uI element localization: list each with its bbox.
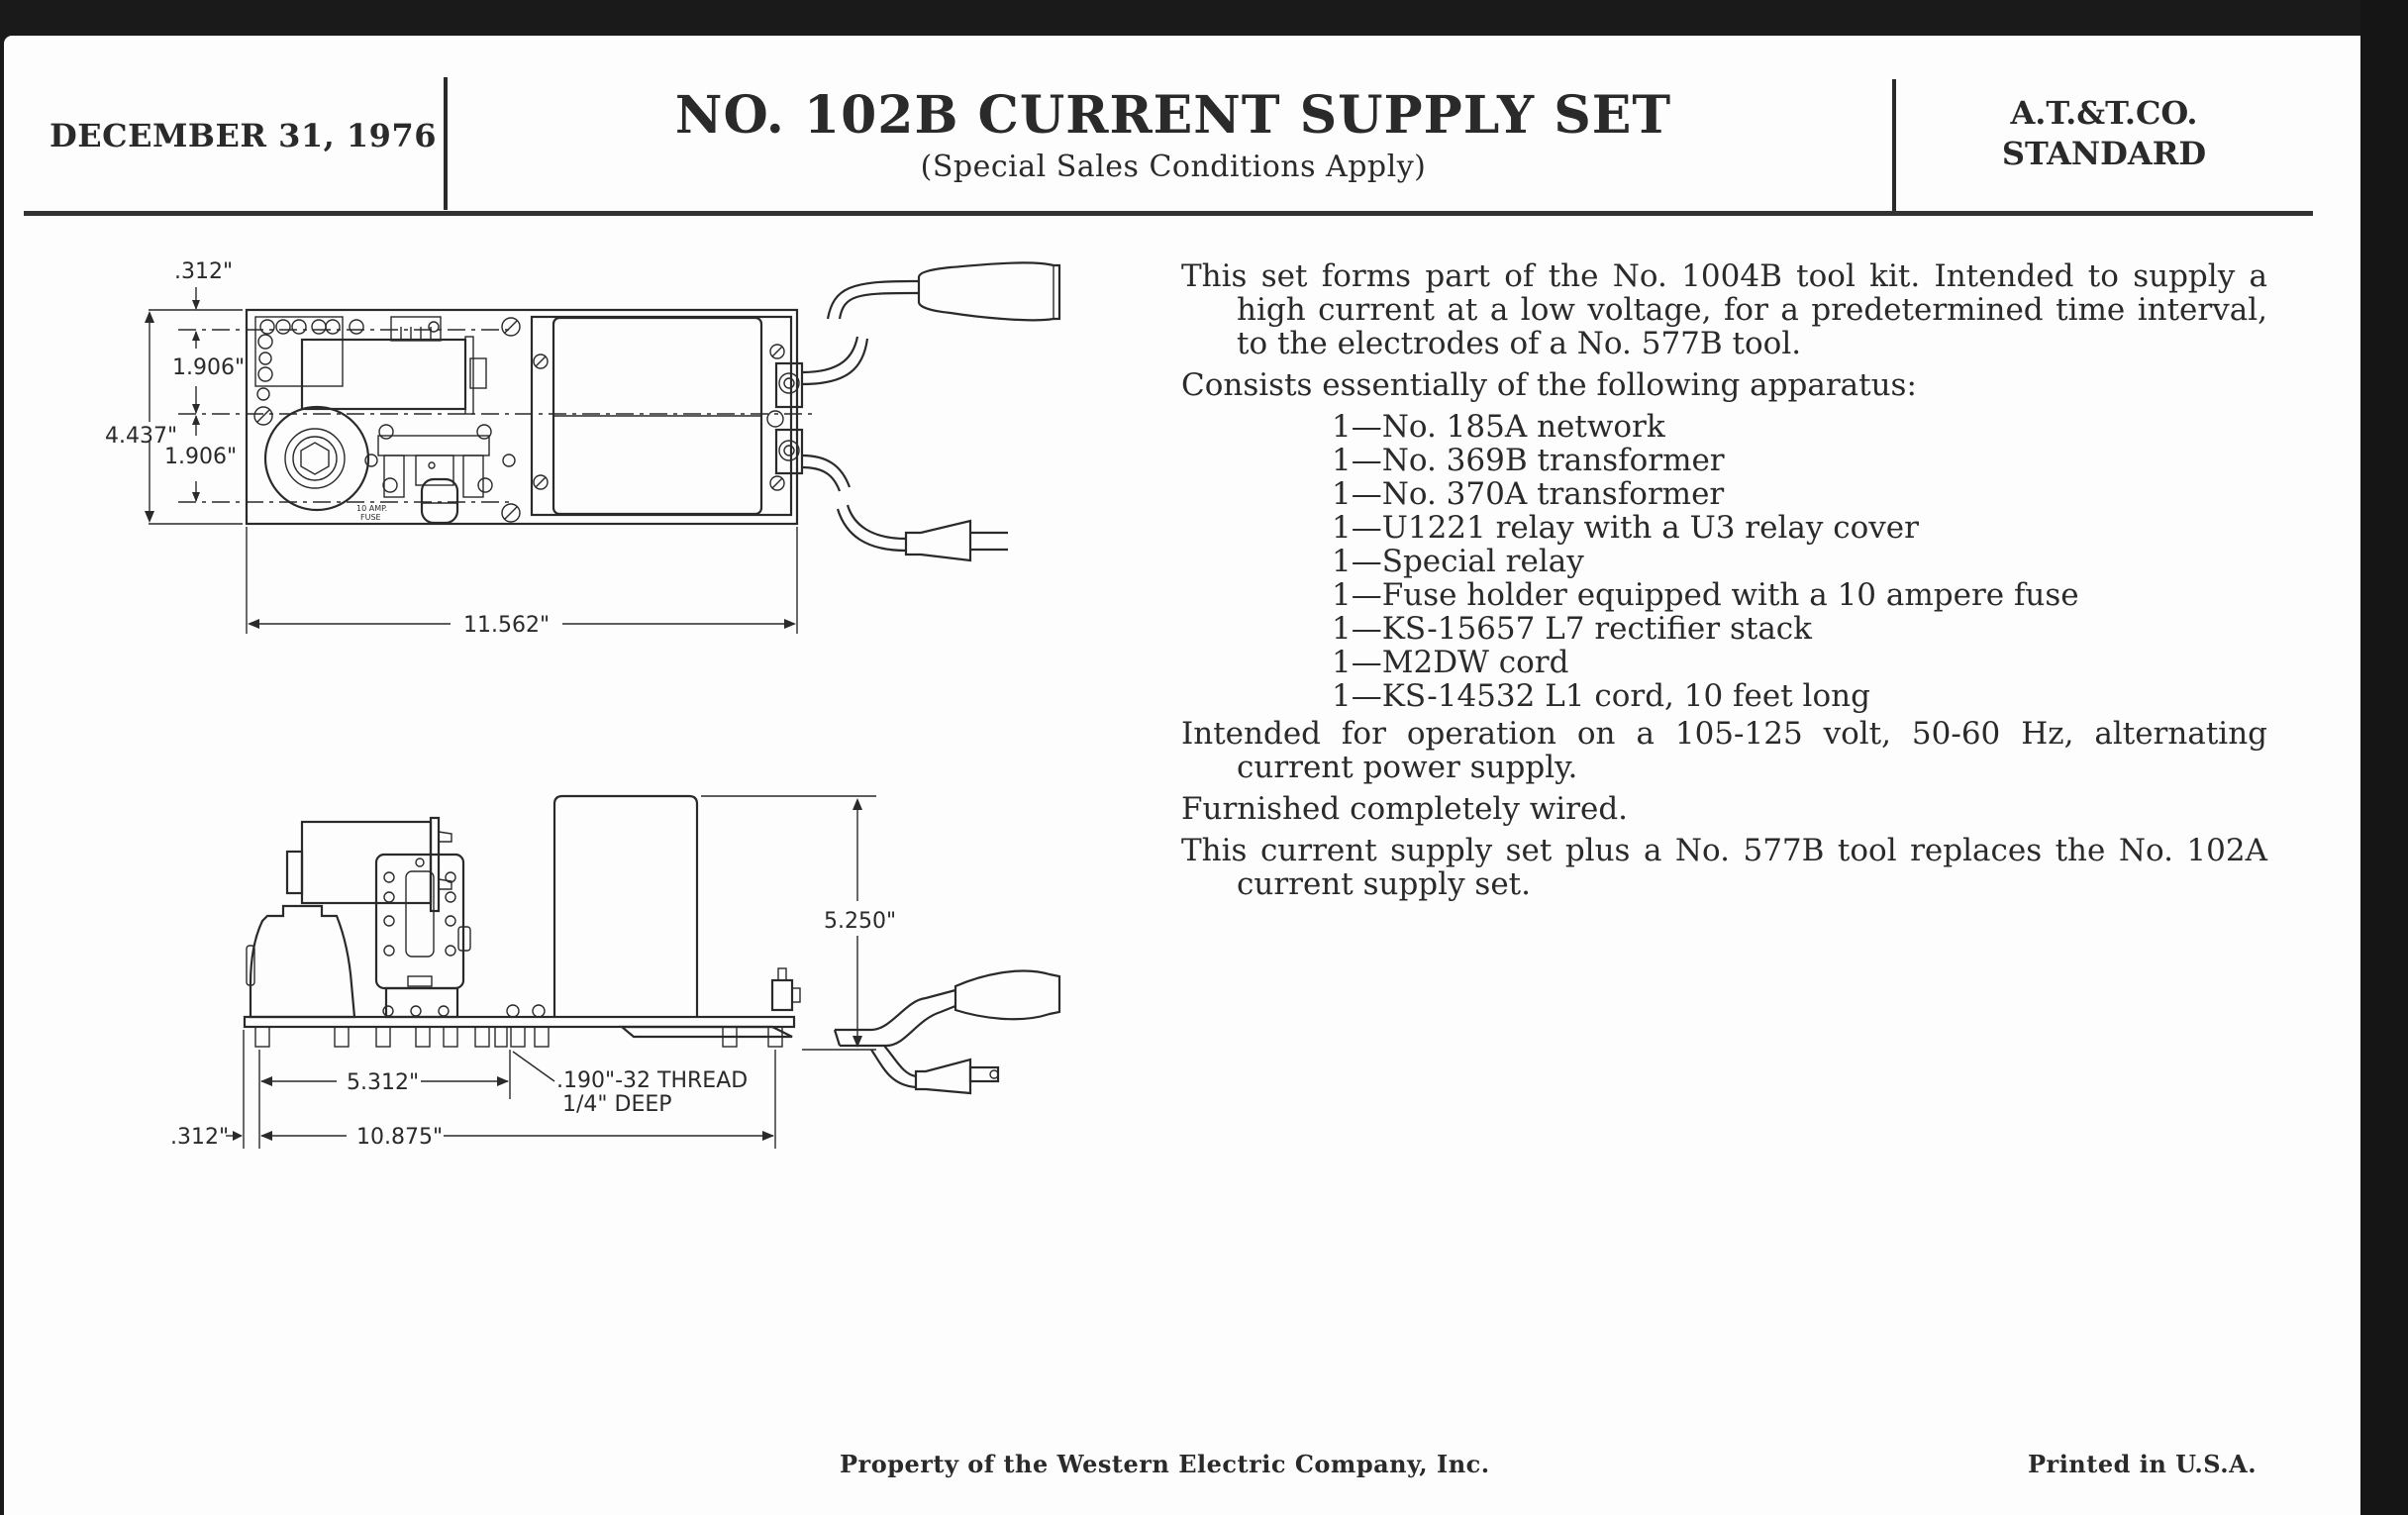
dim-side-height: 5.250" xyxy=(824,909,896,934)
side-transformer xyxy=(552,794,699,1017)
dim-length: 11.562" xyxy=(463,613,550,638)
list-item: 1—No. 369B transformer xyxy=(1332,443,1725,478)
wiring-paragraph: Furnished completely wired. xyxy=(1181,791,1629,827)
header-rule xyxy=(24,211,2313,216)
header-divider-right xyxy=(1892,79,1896,212)
side-plug-cord xyxy=(883,1045,917,1078)
standard-line-1: A.T.&T.CO. xyxy=(2010,94,2198,132)
rectifier-stack xyxy=(263,405,370,512)
list-item: 1—Special relay xyxy=(1332,544,1584,579)
side-view-drawing: 5.250" 5.312" .190"-32 THREAD 1/4" DEEP … xyxy=(170,794,1061,1150)
document-page xyxy=(4,36,2360,1515)
tool-cord xyxy=(801,336,859,374)
relay-terminals xyxy=(390,316,442,342)
operation-paragraph: Intended for operation on a 105-125 volt… xyxy=(1181,716,2267,785)
tool-handle-icon xyxy=(917,261,1061,322)
terminal-strip xyxy=(254,316,344,387)
list-item: 1—KS-15657 L7 rectifier stack xyxy=(1332,611,1812,647)
dim-overall: 10.875" xyxy=(356,1125,443,1150)
header-divider-left xyxy=(444,77,448,210)
page-subtitle: (Special Sales Conditions Apply) xyxy=(920,150,1427,184)
fuse-holder xyxy=(420,477,459,525)
description: This set forms part of the No. 1004B too… xyxy=(1181,259,2267,909)
special-relay-bracket xyxy=(377,435,490,456)
intro-paragraph: This set forms part of the No. 1004B too… xyxy=(1181,258,2267,361)
side-tool-handle-icon xyxy=(953,969,1061,1021)
hex-nut-icon xyxy=(300,442,330,475)
top-view-drawing: 10 AMP. FUSE xyxy=(105,259,1061,638)
dim-lower-half: 1.906" xyxy=(164,445,237,469)
list-item: 1—No. 185A network xyxy=(1332,409,1665,445)
side-tool-cord xyxy=(835,988,956,1032)
fuse-label-1: 10 AMP. xyxy=(356,504,387,513)
dim-edge-offset: .312" xyxy=(170,1125,229,1150)
side-special-relay xyxy=(374,853,465,990)
plug-cord xyxy=(801,454,852,488)
replacement-paragraph: This current supply set plus a No. 577B … xyxy=(1181,833,2267,902)
side-relay-body xyxy=(300,820,433,905)
footer-property: Property of the Western Electric Company… xyxy=(840,1450,1490,1478)
dim-hole-spacing: 5.312" xyxy=(347,1070,419,1095)
standard-line-2: STANDARD xyxy=(2001,135,2207,172)
power-plug-icon xyxy=(904,519,972,562)
footer-printed: Printed in U.S.A. xyxy=(2028,1450,2258,1478)
list-item: 1—M2DW cord xyxy=(1332,645,1569,680)
page-title: NO. 102B CURRENT SUPPLY SET xyxy=(674,85,1672,146)
dim-upper-half: 1.906" xyxy=(172,355,245,380)
fuse-label-2: FUSE xyxy=(360,513,381,522)
scan-border xyxy=(2360,0,2408,1515)
standard-block: A.T.&T.CO. STANDARD xyxy=(1901,93,2307,174)
thread-note-1: .190"-32 THREAD xyxy=(556,1068,748,1093)
list-item: 1—Fuse holder equipped with a 10 ampere … xyxy=(1332,577,2079,613)
side-plug-icon xyxy=(914,1058,972,1095)
top-view-base-plate xyxy=(245,308,799,526)
dim-top-offset: .312" xyxy=(174,259,233,284)
apparatus-list: 1—No. 185A network 1—No. 369B transforme… xyxy=(1332,410,2267,713)
mounting-nuts xyxy=(254,1026,783,1048)
side-rectifier xyxy=(249,904,356,1019)
dim-height-top: 4.437" xyxy=(105,424,177,449)
side-base-plate xyxy=(243,1015,796,1029)
list-item: 1—U1221 relay with a U3 relay cover xyxy=(1332,510,1919,546)
list-item: 1—KS-14532 L1 cord, 10 feet long xyxy=(1332,678,1870,714)
relay-body xyxy=(300,338,467,411)
thread-note-2: 1/4" DEEP xyxy=(562,1092,672,1117)
list-item: 1—No. 370A transformer xyxy=(1332,476,1725,512)
side-cord-clamp xyxy=(770,978,794,1012)
consists-heading: Consists essentially of the following ap… xyxy=(1181,367,1917,403)
cord-clamp-lower xyxy=(774,428,804,475)
header-date: DECEMBER 31, 1976 xyxy=(50,117,437,154)
